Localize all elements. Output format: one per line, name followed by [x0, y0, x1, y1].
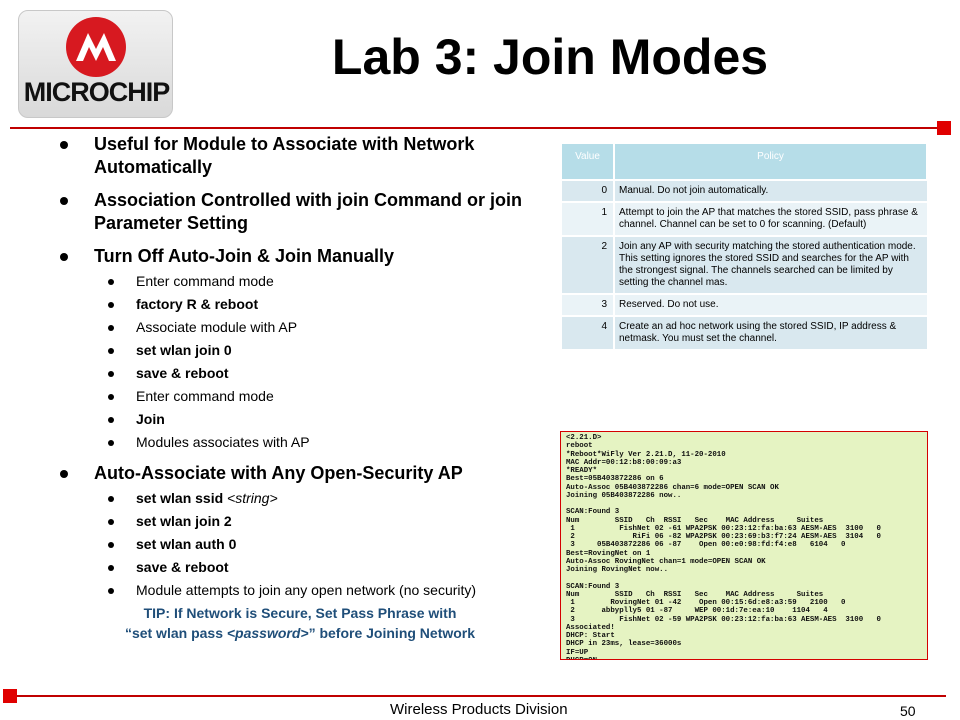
terminal-output: <2.21.D>reboot*Reboot*WiFly Ver 2.21.D, …: [560, 431, 928, 660]
value-cell: 4: [562, 315, 615, 349]
bullet-dot: [108, 542, 114, 548]
page-number: 50: [900, 703, 916, 719]
policy-cell: Create an ad hoc network using the store…: [614, 315, 927, 349]
terminal-line: 2 RiFi 06 -82 WPA2PSK 00:23:69:b3:f7:24 …: [566, 533, 881, 541]
tip-line-1: TIP: If Network is Secure, Set Pass Phra…: [143, 605, 457, 621]
ssid-placeholder: <string>: [227, 490, 278, 506]
logo-wordmark: MICROCHIP: [23, 77, 171, 107]
terminal-line: DHCP in 23ms, lease=36000s: [566, 640, 682, 649]
bullet-item: Association Controlled with join Command…: [58, 189, 548, 235]
policy-cell: Manual. Do not join automatically.: [614, 179, 927, 202]
microchip-m-icon: [76, 33, 116, 61]
bullet-dot: [60, 141, 68, 149]
tip-note: TIP: If Network is Secure, Set Pass Phra…: [60, 603, 540, 643]
sub-bullet-item: Enter command mode: [58, 270, 548, 293]
terminal-line: 3 FishNet 02 -59 WPA2PSK 00:23:12:fa:ba:…: [566, 615, 881, 624]
bullet-dot: [108, 519, 114, 525]
terminal-line: MAC Addr=00:12:b8:00:09:a3: [566, 458, 682, 467]
sub-bullet-item: Module attempts to join any open network…: [58, 579, 548, 602]
policy-cell: Reserved. Do not use.: [614, 293, 927, 316]
bullet-dot: [60, 470, 68, 478]
bullet-list: Useful for Module to Associate with Netw…: [58, 133, 548, 602]
terminal-line: Auto-Assoc RovingNet chan=1 mode=OPEN SC…: [566, 557, 766, 566]
value-cell: 2: [562, 235, 615, 294]
bullet-dot: [108, 348, 114, 354]
terminal-line: SCAN:Found 3: [566, 582, 620, 591]
terminal-line: Num SSID Ch RSSI Sec MAC Address Suites: [566, 590, 824, 599]
sub-bullet-item: Join: [58, 408, 548, 431]
sub-bullet-item: set wlan ssid <string>: [58, 487, 548, 510]
bullet-item: Auto-Associate with Any Open-Security AP: [58, 462, 548, 485]
table-header-row: Value Policy: [562, 144, 928, 180]
terminal-line: Joining RovingNet now..: [566, 566, 669, 574]
policy-cell: Join any AP with security matching the s…: [614, 235, 927, 294]
terminal-line: DHCP: Start: [566, 632, 615, 640]
slide-title: Lab 3: Join Modes: [331, 29, 769, 85]
terminal-line: 1 FishNet 02 -61 WPA2PSK 00:23:12:fa:ba:…: [566, 524, 881, 533]
bullet-dot: [108, 565, 114, 571]
bullet-dot: [60, 253, 68, 261]
terminal-line: *Reboot*WiFly Ver 2.21.D, 11-20-2010: [566, 450, 726, 459]
sub-bullet-item: set wlan auth 0: [58, 533, 548, 556]
terminal-line: <2.21.D>: [566, 434, 602, 442]
terminal-line: [566, 574, 922, 582]
sub-bullet-item: Modules associates with AP: [58, 431, 548, 454]
bullet-dot: [108, 302, 114, 308]
terminal-line: Num SSID Ch RSSI Sec MAC Address Suites: [566, 516, 824, 525]
column-header-policy: Policy: [614, 144, 928, 180]
bullet-item: Useful for Module to Associate with Netw…: [58, 133, 548, 179]
terminal-line: 1 RovingNet 01 -42 Open 00:15:6d:e8:a3:5…: [566, 599, 846, 607]
terminal-line: Joining 05B403872286 now..: [566, 491, 682, 500]
bullet-dot: [60, 197, 68, 205]
bullet-dot: [108, 325, 114, 331]
terminal-line: Best=05B403872286 on 6: [566, 475, 664, 484]
sub-bullet-item: Enter command mode: [58, 385, 548, 408]
sub-bullet-item: Associate module with AP: [58, 316, 548, 339]
terminal-line: IF=UP: [566, 648, 589, 657]
value-cell: 0: [562, 179, 615, 202]
bottom-divider: [16, 695, 946, 697]
bullet-item: Turn Off Auto-Join & Join Manually: [58, 245, 548, 268]
terminal-line: DHCP=ON: [566, 657, 922, 659]
value-cell: 1: [562, 201, 615, 236]
terminal-line: Auto-Assoc 05B403872286 chan=6 mode=OPEN…: [566, 483, 779, 492]
terminal-line: 2 abbyplly5 01 -87 WEP 00:1d:7e:ea:10 11…: [566, 607, 828, 616]
top-divider-square: [937, 121, 951, 135]
policy-cell: Attempt to join the AP that matches the …: [614, 201, 927, 236]
bullet-dot: [108, 588, 114, 594]
microchip-logo: MICROCHIP: [18, 10, 173, 118]
terminal-line: Best=RovingNet on 1: [566, 549, 651, 558]
value-cell: 3: [562, 293, 615, 316]
terminal-line: [566, 500, 922, 508]
terminal-line: SCAN:Found 3: [566, 508, 620, 517]
bullet-dot: [108, 417, 114, 423]
terminal-line: 3 05B403872286 06 -87 Open 00:e0:98:fd:f…: [566, 541, 846, 550]
sub-bullet-item: factory R & reboot: [58, 293, 548, 316]
sub-bullet-item: save & reboot: [58, 556, 548, 579]
bullet-dot: [108, 496, 114, 502]
terminal-line: reboot: [566, 442, 593, 451]
terminal-line: Associated!: [566, 623, 615, 632]
tip-line-2: “set wlan pass <password>” before Joinin…: [124, 625, 476, 641]
sub-bullet-item: set wlan join 0: [58, 339, 548, 362]
column-header-value: Value: [562, 144, 615, 180]
bullet-dot: [108, 371, 114, 377]
top-divider: [10, 127, 938, 129]
bullet-dot: [108, 394, 114, 400]
microchip-logo-mark: [66, 17, 126, 77]
bullet-dot: [108, 440, 114, 446]
sub-bullet-item: set wlan join 2: [58, 510, 548, 533]
bullet-dot: [108, 279, 114, 285]
bottom-divider-square: [3, 689, 17, 703]
sub-bullet-item: save & reboot: [58, 362, 548, 385]
footer-division: Wireless Products Division: [390, 701, 568, 718]
terminal-line: *READY*: [566, 467, 598, 475]
